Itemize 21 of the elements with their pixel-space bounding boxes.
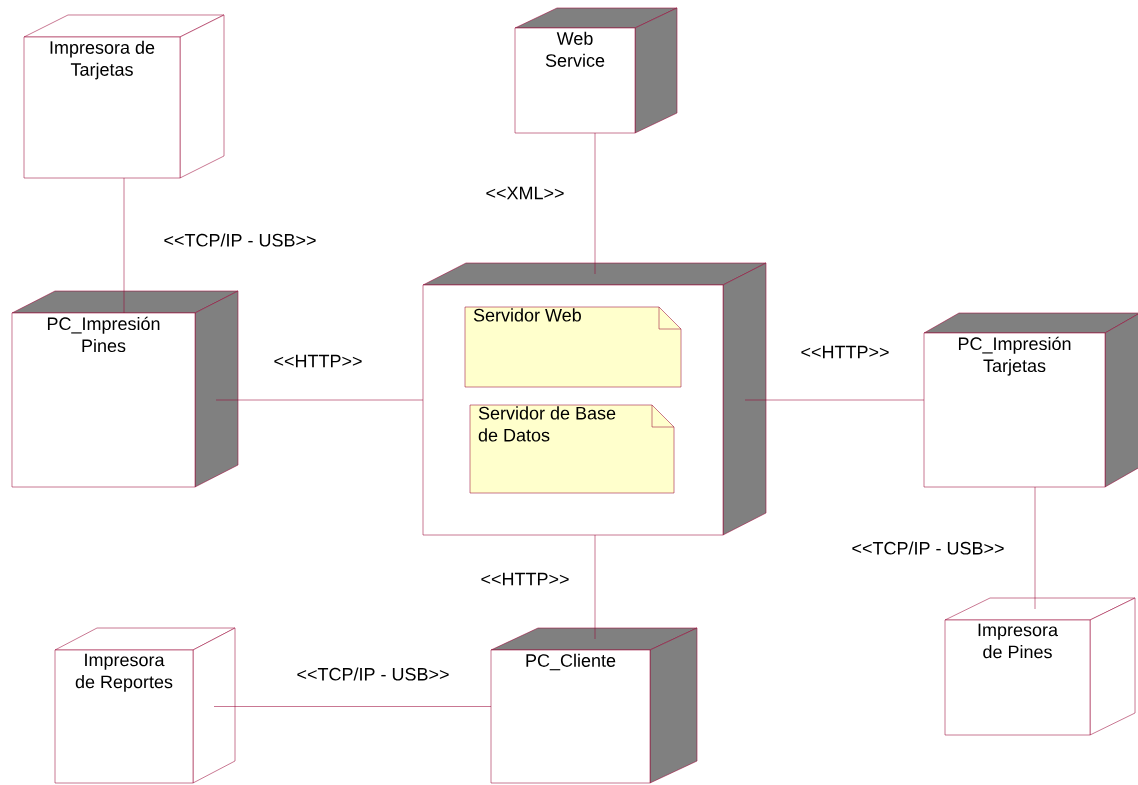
- connector-line: [744, 399, 925, 401]
- device-node: PC_Impresión Tarjetas: [923, 312, 1138, 488]
- device-node: Impresora de Tarjetas: [23, 14, 225, 179]
- device-node: Impresora de Pines: [944, 597, 1136, 736]
- device-node: Web Service: [514, 7, 678, 134]
- edge-label: <<TCP/IP - USB>>: [162, 232, 318, 248]
- connector-line: [213, 706, 492, 707]
- device-node: PC_Impresión Pines: [11, 290, 239, 488]
- edge-label: <<XML>>: [484, 185, 566, 201]
- edge-label: <<HTTP>>: [799, 344, 891, 360]
- device-node: Impresora de Reportes: [54, 627, 236, 784]
- device-node: PC_Cliente: [490, 627, 698, 784]
- connector-line: [215, 399, 424, 401]
- edge-label: <<HTTP>>: [479, 571, 571, 587]
- edge-label: <<TCP/IP - USB>>: [295, 666, 451, 682]
- edge-label: <<HTTP>>: [272, 353, 364, 369]
- connector-line: [123, 177, 125, 314]
- connector-line: [1034, 486, 1036, 610]
- connector-line: [594, 132, 596, 275]
- edge-label: <<TCP/IP - USB>>: [850, 540, 1006, 556]
- connector-line: [594, 534, 596, 640]
